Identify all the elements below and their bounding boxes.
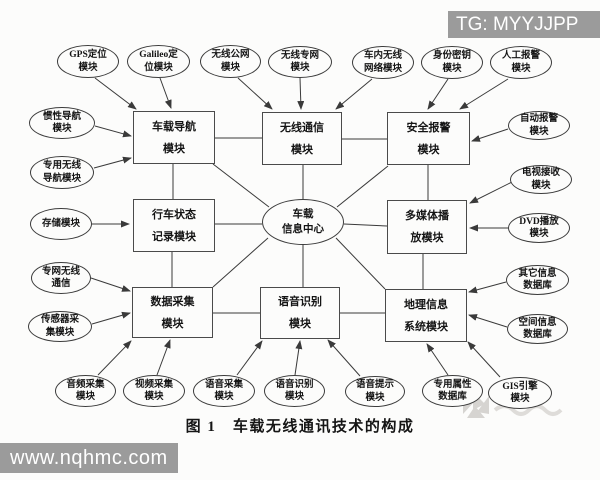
module-label: 语音识别 模块: [278, 296, 322, 330]
node-label: 空间信息 数据库: [518, 317, 557, 341]
node-label: 身份密钥 模块: [432, 51, 471, 74]
node-label: 视频采集 模块: [134, 379, 173, 403]
node-label: 存储模块: [41, 218, 80, 229]
node-label: 音频采集 模块: [66, 379, 105, 403]
node-voice-capture: 语音采集 模块: [193, 375, 255, 407]
node-label: 车内无线 网络模块: [363, 51, 402, 74]
node-label: 无线公网 模块: [211, 50, 250, 73]
node-wireless-private-net: 无线专网 模块: [268, 46, 332, 78]
module-security-alarm: 安全报警 模块: [387, 112, 470, 165]
node-galileo-positioning: Galileo定 位模块: [127, 45, 190, 78]
node-label: 专用属性 数据库: [433, 379, 472, 403]
module-data-acquisition: 数据采集 模块: [132, 287, 213, 338]
watermark-bottom-left: www.nqhmc.com: [0, 443, 178, 473]
module-gis-system: 地理信息 系统模块: [385, 289, 467, 342]
node-label: GIS引擎 模块: [502, 381, 538, 405]
node-label: 人工报警 模块: [501, 51, 540, 74]
node-dedicated-attr-db: 专用属性 数据库: [422, 375, 483, 407]
module-label: 无线通信 模块: [280, 121, 324, 156]
module-multimedia-play: 多媒体播 放模块: [387, 200, 467, 254]
hub-vehicle-info-center: 车载 信息中心: [262, 199, 344, 245]
node-label: 无线专网 模块: [280, 50, 319, 74]
node-sensor-capture: 传感器采 集模块: [28, 311, 92, 342]
module-wireless-comm: 无线通信 模块: [262, 112, 342, 165]
node-label: 自动报警 模块: [519, 114, 558, 137]
node-inertial-nav: 惯性导航 模块: [29, 107, 95, 139]
node-private-net-comm: 专网无线 通信: [31, 262, 91, 294]
node-auto-alarm: 自动报警 模块: [508, 111, 570, 140]
hub-label: 车载 信息中心: [282, 209, 324, 235]
node-label: 专用无线 导航模块: [42, 161, 81, 184]
node-voice-prompt: 语音提示 模块: [345, 376, 405, 407]
module-label: 数据采集 模块: [150, 295, 195, 330]
node-voice-recognition: 语音识别 模块: [264, 375, 325, 407]
node-audio-capture: 音频采集 模块: [55, 375, 116, 407]
node-wireless-public-net: 无线公网 模块: [200, 45, 261, 78]
node-manual-alarm: 人工报警 模块: [490, 46, 552, 79]
plain-connectors: [171, 137, 429, 314]
module-vehicle-nav: 车载导航 模块: [133, 111, 215, 164]
module-label: 地理信息 系统模块: [404, 298, 448, 333]
node-label: 其它信息 数据库: [518, 268, 557, 292]
figure-caption: 图 1 车载无线通讯技术的构成: [185, 419, 415, 435]
node-label: 语音提示 模块: [355, 380, 394, 403]
arrow-connectors: [90, 77, 513, 378]
node-gis-engine: GIS引擎 模块: [488, 377, 552, 409]
node-video-capture: 视频采集 模块: [123, 375, 185, 407]
module-driving-record: 行车状态 记录模块: [133, 199, 215, 252]
node-gps-positioning: GPS定位 模块: [57, 45, 119, 78]
node-label: GPS定位 模块: [69, 50, 107, 73]
module-label: 多媒体播 放模块: [405, 210, 449, 244]
module-label: 行车状态 记录模块: [152, 208, 196, 243]
node-label: DVD播放 模块: [519, 216, 559, 240]
node-label: 电视接收 模块: [521, 168, 560, 191]
node-label: 语音识别 模块: [275, 379, 314, 403]
module-speech-recognition: 语音识别 模块: [260, 287, 340, 339]
node-other-info-db: 其它信息 数据库: [506, 265, 569, 295]
node-dvd-play: DVD播放 模块: [508, 213, 570, 243]
node-storage: 存储模块: [30, 208, 92, 240]
node-label: 语音采集 模块: [204, 379, 243, 403]
node-invehicle-wireless-net: 车内无线 网络模块: [352, 46, 414, 79]
module-label: 车载导航 模块: [152, 120, 196, 155]
node-tv-receive: 电视接收 模块: [510, 165, 572, 194]
node-identity-key: 身份密钥 模块: [421, 46, 483, 79]
module-label: 安全报警 模块: [406, 121, 451, 156]
node-spatial-info-db: 空间信息 数据库: [507, 314, 568, 344]
watermark-top-right: TG: MYYJJPP: [448, 11, 600, 38]
node-dedicated-wireless-nav: 专用无线 导航模块: [30, 156, 94, 189]
node-label: 惯性导航 模块: [42, 111, 81, 135]
node-label: Galileo定 位模块: [139, 50, 178, 73]
node-label: 传感器采 集模块: [40, 315, 79, 338]
node-label: 专网无线 通信: [41, 266, 80, 290]
